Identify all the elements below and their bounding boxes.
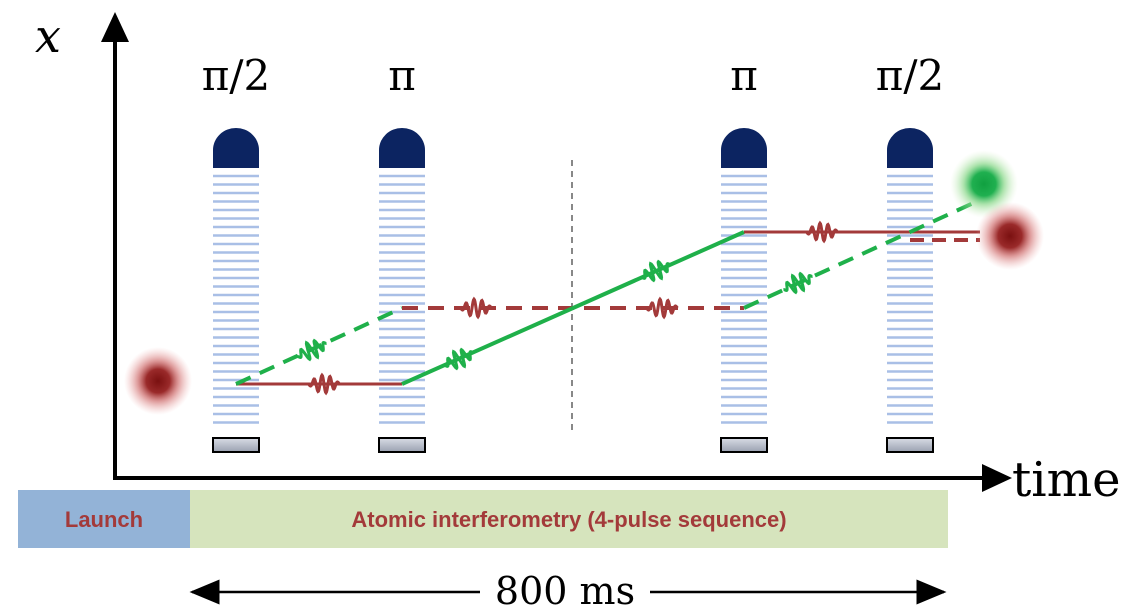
axes: x time — [35, 9, 1121, 508]
atom-final-red — [976, 202, 1044, 270]
pulse-cap — [379, 128, 425, 168]
pulse-label-1: π/2 — [202, 51, 270, 100]
duration-label: 800 ms — [495, 569, 635, 607]
pulse-label-4: π/2 — [876, 51, 944, 100]
y-axis-arrowhead — [101, 12, 129, 42]
photon-squiggle-1 — [307, 372, 341, 396]
pulse-base — [720, 437, 768, 453]
photon-squiggle-3 — [459, 296, 493, 320]
laser-pulses — [212, 128, 934, 453]
y-axis-label: x — [35, 9, 61, 63]
pulse-label-2: π — [388, 51, 416, 100]
green-dashed-final — [743, 198, 981, 310]
timeline: Launch Atomic interferometry (4-pulse se… — [18, 490, 948, 548]
photon-squiggle-4 — [444, 347, 474, 371]
x-axis-label: time — [1012, 452, 1121, 508]
pulse-beam-2 — [378, 128, 426, 453]
photon-squiggle-7 — [805, 220, 839, 244]
launch-label: Launch — [65, 507, 143, 532]
photon-squiggle-6 — [645, 296, 679, 320]
pulse-cap — [213, 128, 259, 168]
atoms — [124, 150, 1044, 415]
pulse-cap — [721, 128, 767, 168]
x-axis-arrowhead — [982, 464, 1012, 492]
interferometry-label: Atomic interferometry (4-pulse sequence) — [351, 507, 786, 532]
pulse-base — [212, 437, 260, 453]
trajectories — [235, 198, 981, 386]
pulse-beam-3 — [720, 128, 768, 453]
pulse-label-3: π — [730, 51, 758, 100]
atom-initial-red — [124, 347, 192, 415]
pulse-base — [886, 437, 934, 453]
duration-indicator: 800 ms — [189, 569, 947, 607]
photon-kicks — [297, 220, 839, 396]
pulse-beam-1 — [212, 128, 260, 453]
atom-final-green — [950, 150, 1018, 218]
photon-squiggle-8 — [783, 271, 813, 295]
pulse-base — [378, 437, 426, 453]
launch-bar — [18, 490, 190, 548]
photon-squiggle-2 — [297, 338, 327, 362]
interferometry-bar — [190, 490, 948, 548]
pulse-beam-4 — [886, 128, 934, 453]
photon-squiggle-5 — [641, 259, 671, 283]
pulse-cap — [887, 128, 933, 168]
pulse-labels: π/2 π π π/2 — [202, 51, 944, 100]
